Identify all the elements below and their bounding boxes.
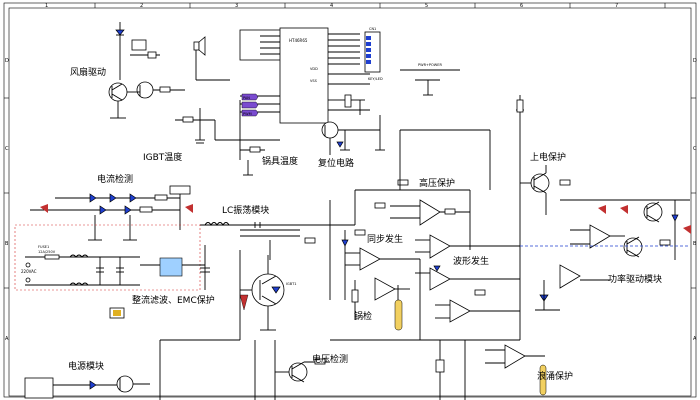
lc-oscillation-circuit [200,200,331,300]
label-reset-circuit: 复位电路 [318,157,354,169]
fuse-rating: 12A/250V [38,250,56,254]
border-row-b-right: B [693,241,697,247]
label-waveform-generate: 波形发生 [453,255,489,267]
border-col-3: 3 [235,3,238,9]
ac-input-label: 220VAC [21,269,37,274]
connector-label: CN1 [369,27,376,31]
current-detect-tags [40,204,193,213]
label-pot-detect: 锅检 [354,310,372,322]
connector-port-keyled: KEY/LED [368,77,383,81]
border-col-5: 5 [425,3,428,9]
buzzer [193,36,230,81]
label-fan-drive: 风扇驱动 [70,66,106,78]
label-power-on-protect: 上电保护 [530,151,566,163]
igbt-temp-circuit [175,108,280,144]
high-voltage-protect-circuit [355,179,471,250]
power-rail-top [400,69,460,96]
border-col-6: 6 [520,3,523,9]
voltage-detect-circuit [254,340,330,400]
interconnect-wires [159,129,520,400]
border-col-7: 7 [615,3,618,9]
power-drive-circuit [559,199,690,289]
reset-circuit [321,115,385,155]
label-power-drive: 功率驱动模块 [608,273,662,285]
border-row-c: C [5,146,9,152]
border-col-1: 1 [45,3,48,9]
border-row-a: A [5,336,9,342]
crystal-circuit [340,94,365,115]
border-col-4: 4 [330,3,333,9]
border-row-a-right: A [693,336,697,342]
power-on-protect-circuit [516,95,571,340]
label-high-voltage-protect: 高压保护 [419,177,455,189]
jumper [109,307,125,319]
mcu-chip [239,27,370,124]
power-drive-tags [598,205,691,234]
mcu-port-vss: VSS [310,79,318,83]
left-pin-header [239,29,286,61]
border-row-d-right: D [693,58,697,64]
label-surge-protect: 浪涌保护 [537,370,573,382]
border-row-d: D [5,58,9,64]
border-col-2: 2 [140,3,143,9]
label-voltage-detect: 电压检测 [312,353,348,365]
frame-ticks [4,3,696,289]
mcu-port-pwm: PWM [243,112,252,116]
igbt-label: IGBT1 [286,282,297,286]
current-detect-circuit [30,185,191,241]
pot-temp-circuit [239,100,265,176]
pot-detect-circuit [351,277,410,331]
power-rail-label: PWR+POWER [418,63,442,67]
frame-outer [3,2,697,398]
label-pot-temp: 锅具温度 [262,155,298,167]
label-rectify-emc: 整流滤波、EMC保护 [132,294,215,306]
pwm-output [535,280,560,311]
surge-protect-circuit [435,340,547,400]
emc-region [14,224,201,291]
border-row-b: B [5,241,9,247]
mcu-port-pan: PAN [243,96,250,100]
fan-drive-circuit [108,22,185,119]
frame-inner [8,7,692,397]
mcu-body [279,27,329,124]
label-lc-oscillation: LC振荡模块 [222,204,269,216]
connector-cn1 [364,31,381,73]
label-current-detect: 电流检测 [97,173,133,185]
mcu-port-vdd: VDD [310,67,318,71]
mcu-port-tags [241,93,259,117]
bridge-rectifier [140,245,210,290]
igbt-circuit [239,250,285,340]
ac-input [25,254,140,286]
label-power-module: 电源模块 [68,360,104,372]
label-igbt-temp: IGBT温度 [143,151,182,163]
waveform-generate-circuit [415,234,520,291]
sync-generate-circuit [341,229,420,300]
mcu-part-label: HT46R65 [289,38,308,43]
border-row-c-right: C [693,146,697,152]
fuse-label: FUSE1 [38,245,49,249]
pwm-comparator [435,289,520,323]
power-module-circuit [24,375,150,399]
label-sync-generate: 同步发生 [367,233,403,245]
